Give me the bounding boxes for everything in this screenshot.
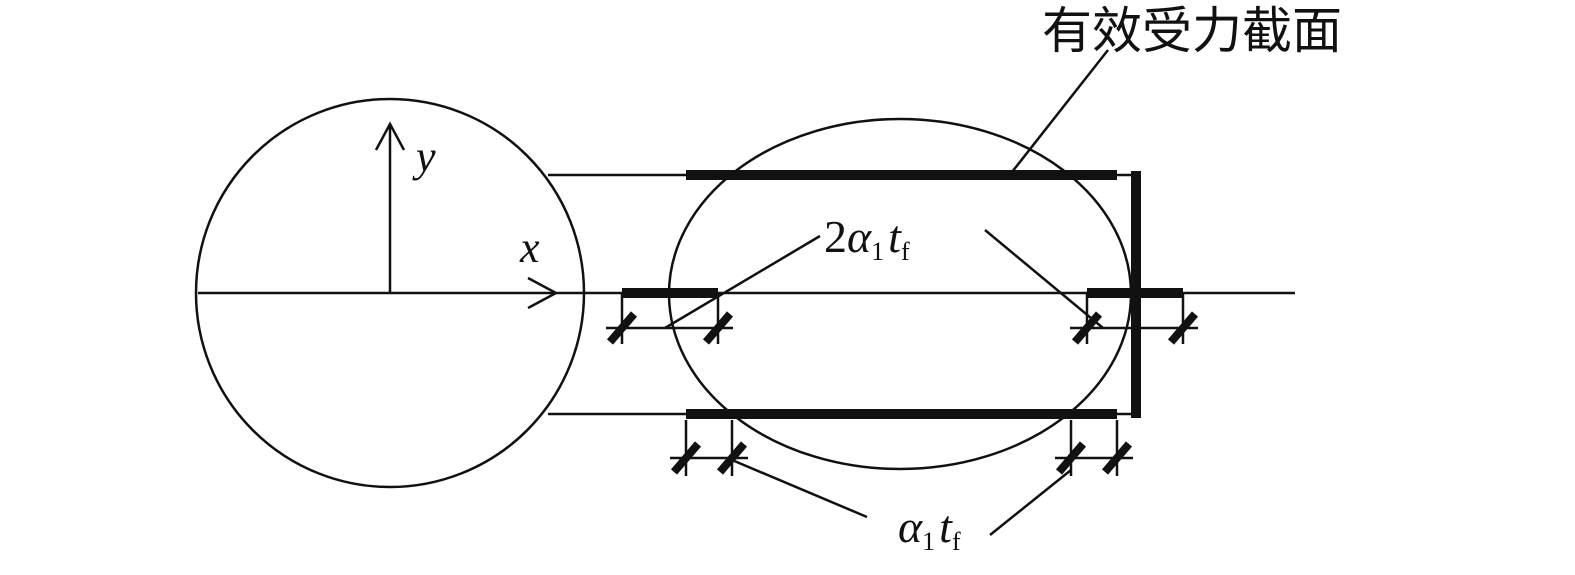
dimension-tick-mark: [1101, 441, 1133, 475]
leader-line-effective-section: [1011, 49, 1109, 173]
leader-line-a1tf-right: [989, 469, 1072, 536]
label-alpha-subscript: 1: [922, 527, 935, 556]
label-t: t: [939, 501, 953, 552]
effective-section-lines: [622, 170, 1183, 419]
dimension-bottom-left: [670, 420, 748, 476]
label-t: t: [888, 211, 902, 262]
label-t-subscript: f: [901, 237, 910, 266]
dimension-middle-left: [606, 293, 734, 345]
y-axis-label: y: [412, 132, 436, 181]
dimension-tick-mark: [1071, 311, 1103, 345]
effective-section-label: 有效受力截面: [1042, 2, 1342, 60]
y-axis-arrowhead: [374, 121, 406, 151]
dimension-tick-mark: [606, 311, 638, 345]
dimension-tick-mark: [1055, 441, 1087, 475]
dimension-tick-mark: [670, 441, 702, 475]
dimension-label-2a1tf: 2α1tf: [824, 211, 910, 266]
x-axis-arrowhead: [527, 276, 559, 310]
label-alpha: α: [847, 211, 872, 262]
dimension-label-a1tf: α1tf: [898, 501, 961, 556]
x-axis-label: x: [519, 223, 540, 272]
dimension-tick-mark: [702, 311, 734, 345]
dimension-tick-mark: [716, 441, 748, 475]
label-t-subscript: f: [952, 527, 961, 556]
label-alpha: α: [898, 501, 923, 552]
leader-line-2a1tf-left: [664, 234, 821, 330]
leader-line-a1tf-left: [731, 458, 868, 519]
label-coefficient: 2: [824, 211, 847, 262]
leader-line-2a1tf-right: [984, 229, 1104, 329]
dimension-bottom-right: [1055, 420, 1133, 476]
dimension-tick-mark: [1167, 311, 1199, 345]
label-alpha-subscript: 1: [871, 237, 884, 266]
dimension-middle-right: [1070, 293, 1199, 345]
